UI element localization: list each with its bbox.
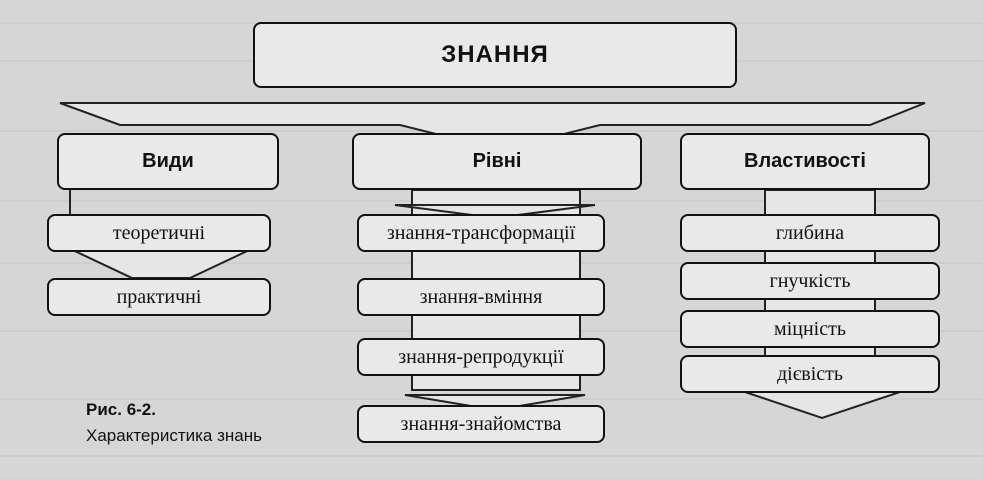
vlast-item-depth-label: глибина (775, 221, 845, 244)
rivni-item-reproduction-label: знання-репродукції (398, 345, 564, 368)
rivni-item-skill-label: знання-вміння (419, 285, 543, 308)
rivni-arrow-base (404, 394, 586, 412)
vlast-item-flexibility-label: гнучкість (769, 269, 851, 292)
vydy-item-practical: практичні (47, 278, 271, 316)
vlast-item-effectiveness: дієвість (680, 355, 940, 393)
category-vlastyvosti-label: Властивості (744, 150, 866, 172)
rivni-item-transformation: знання-трансформації (357, 214, 605, 252)
root-box: ЗНАННЯ (253, 22, 737, 88)
vlast-item-effectiveness-label: дієвість (776, 362, 844, 385)
vlast-arrow-head (744, 391, 901, 420)
root-label: ЗНАННЯ (441, 41, 549, 68)
vlast-item-depth: глибина (680, 214, 940, 252)
rivni-item-acquaintance: знання-знайомства (357, 405, 605, 443)
rivni-item-skill: знання-вміння (357, 278, 605, 316)
category-rivni: Рівні (352, 133, 642, 190)
vlast-item-flexibility: гнучкість (680, 262, 940, 300)
rivni-arrow-head (394, 204, 596, 220)
category-rivni-label: Рівні (472, 150, 522, 172)
vlast-item-strength-label: міцність (774, 317, 846, 340)
vydy-item-practical-label: практичні (116, 285, 202, 308)
rivni-item-acquaintance-label: знання-знайомства (400, 412, 562, 435)
figure-caption: Рис. 6-2. Характеристика знань (86, 400, 262, 446)
rivni-item-reproduction: знання-репродукції (357, 338, 605, 376)
category-vydy: Види (57, 133, 279, 190)
rivni-item-transformation-label: знання-трансформації (386, 221, 576, 244)
vydy-item-theoretical-label: теоретичні (112, 221, 206, 244)
figure-number: Рис. 6-2. (86, 400, 156, 419)
vlast-item-strength: міцність (680, 310, 940, 348)
vydy-item-theoretical: теоретичні (47, 214, 271, 252)
category-vydy-label: Види (142, 150, 194, 172)
figure-title: Характеристика знань (86, 426, 262, 445)
category-vlastyvosti: Властивості (680, 133, 930, 190)
